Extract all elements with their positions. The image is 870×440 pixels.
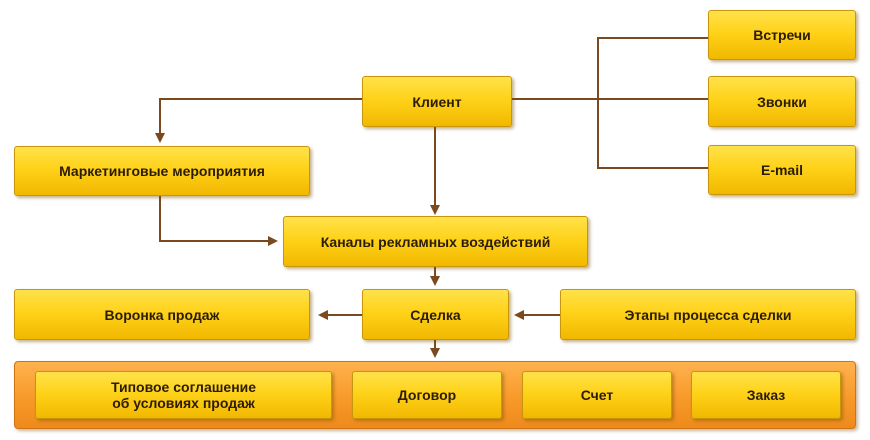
node-sales-funnel: Воронка продаж — [14, 289, 310, 340]
doc-invoice: Счет — [522, 371, 672, 419]
node-client: Клиент — [362, 76, 512, 127]
connector-client-email — [597, 99, 708, 169]
node-marketing-events: Маркетинговые мероприятия — [14, 146, 310, 196]
doc-order: Заказ — [691, 371, 841, 419]
doc-standard-agreement: Типовое соглашение об условиях продаж — [35, 371, 332, 419]
doc-contract: Договор — [352, 371, 502, 419]
connector-client-meetings — [512, 37, 708, 100]
node-email: E-mail — [708, 145, 856, 195]
node-deal-stages: Этапы процесса сделки — [560, 289, 856, 340]
node-ad-channels: Каналы рекламных воздействий — [283, 216, 588, 267]
documents-group: Типовое соглашение об условиях продаж До… — [14, 361, 856, 429]
connector-client-marketing — [155, 98, 362, 143]
node-meetings: Встречи — [708, 10, 856, 60]
node-deal: Сделка — [362, 289, 509, 340]
connector-marketing-channels — [159, 196, 278, 246]
node-calls: Звонки — [708, 76, 856, 127]
